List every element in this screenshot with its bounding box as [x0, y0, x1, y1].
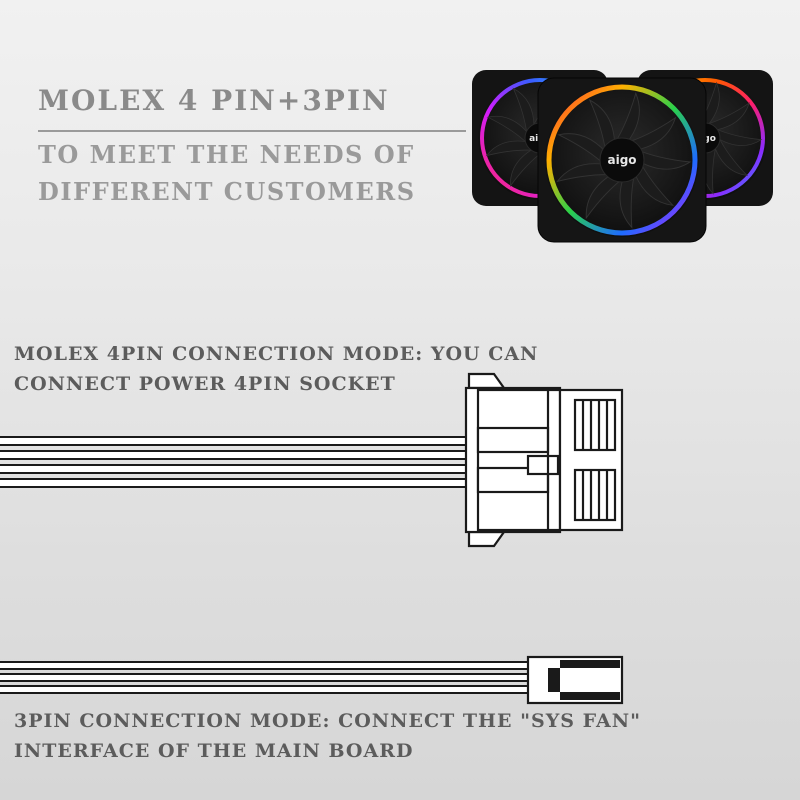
molex-4pin-cable — [0, 436, 469, 488]
fan-center-hub-logo: aigo — [607, 153, 636, 167]
rgb-fans-product-image: aigo aigo aigo — [472, 70, 773, 243]
fan-3pin-cable — [0, 661, 529, 694]
pin3-description-line-1: 3PIN CONNECTION MODE: CONNECT THE "SYS F… — [14, 710, 641, 732]
fan-center: aigo — [537, 77, 707, 243]
molex-description-line-1: MOLEX 4PIN CONNECTION MODE: YOU CAN — [14, 343, 539, 365]
title-divider — [38, 130, 466, 132]
page-title: MOLEX 4 PIN+3PIN — [38, 84, 390, 117]
molex-4pin-connector — [464, 372, 624, 548]
pin3-description-line-2: INTERFACE OF THE MAIN BOARD — [14, 740, 414, 762]
subtitle-line-1: TO MEET THE NEEDS OF — [38, 140, 415, 169]
fan-3pin-connector — [526, 655, 624, 705]
subtitle-line-2: DIFFERENT CUSTOMERS — [38, 177, 416, 206]
molex-description-line-2: CONNECT POWER 4PIN SOCKET — [14, 373, 396, 395]
